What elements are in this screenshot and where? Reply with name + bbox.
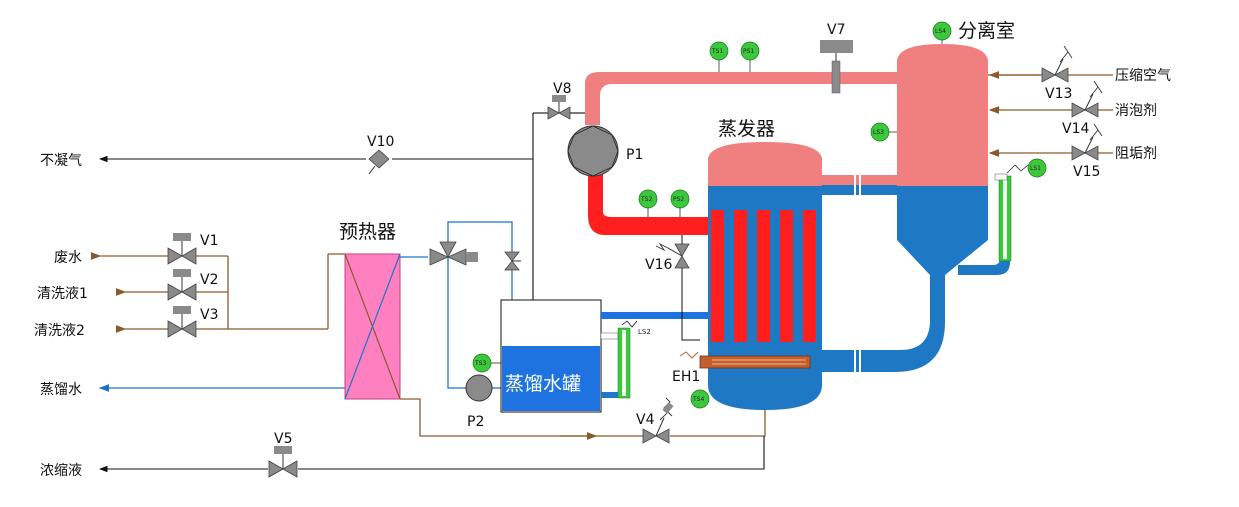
- valve-v3-label: V3: [200, 307, 218, 323]
- valve-v10-icon[interactable]: [368, 149, 390, 175]
- instrument-ls4-label: LS4: [935, 28, 946, 35]
- valve-v13-label: V13: [1045, 86, 1072, 102]
- instrument-ts4-icon[interactable]: TS4: [690, 389, 710, 409]
- additive-lines: 压缩空气 消泡剂 阻垢剂: [988, 68, 1171, 162]
- evaporator: 蒸发器 EH1: [672, 118, 822, 410]
- distilled-water-tank: 蒸馏水罐: [500, 299, 708, 413]
- valve-v8-label: V8: [553, 81, 571, 97]
- vapor-connector: [822, 172, 897, 198]
- instrument-ts2-icon[interactable]: TS2: [638, 189, 658, 217]
- concentrate-label: 浓缩液: [40, 463, 82, 479]
- tank-label: 蒸馏水罐: [505, 373, 581, 395]
- distilled-out-label: 蒸馏水: [40, 382, 82, 398]
- instrument-ls3-label: LS3: [873, 129, 884, 136]
- compressor-label: P1: [626, 147, 643, 163]
- three-way-valve-icon[interactable]: [429, 241, 478, 266]
- pump-p2-icon[interactable]: [465, 374, 493, 402]
- instrument-ps1-label: PS1: [743, 48, 754, 55]
- valve-v16-icon[interactable]: [655, 235, 700, 341]
- valve-v14-icon[interactable]: [1071, 80, 1103, 118]
- valve-v2-label: V2: [200, 272, 218, 288]
- compressed-air-label: 压缩空气: [1115, 68, 1171, 84]
- valve-v16-label: V16: [645, 257, 672, 273]
- separator: 分离室: [897, 20, 1015, 275]
- antiscalant-label: 阻垢剂: [1115, 146, 1157, 162]
- instrument-ls3-icon[interactable]: LS3: [870, 122, 897, 142]
- valve-v4-icon[interactable]: [642, 397, 674, 444]
- instrument-ls1-label: LS1: [1030, 165, 1041, 172]
- instrument-ls2-icon: LS2: [638, 328, 651, 336]
- valve-v4-label: V4: [636, 412, 655, 428]
- instrument-ls4-icon[interactable]: LS4: [932, 21, 952, 44]
- preheater-to-evaporator-line: [400, 398, 766, 440]
- instrument-ts3-icon[interactable]: TS3: [472, 353, 502, 373]
- wash2-label: 清洗液2: [34, 323, 85, 339]
- instrument-ts1-icon[interactable]: TS1: [709, 41, 729, 72]
- compressor-p1-icon[interactable]: [567, 125, 619, 177]
- instrument-ts3-label: TS3: [474, 360, 486, 367]
- valve-v15-icon[interactable]: [1071, 123, 1103, 161]
- valve-v1-label: V1: [200, 233, 218, 249]
- valve-v5-icon[interactable]: [268, 446, 298, 478]
- valve-v2-icon[interactable]: [167, 269, 197, 301]
- valve-v7-icon[interactable]: [820, 40, 853, 94]
- noncondensable-line: [98, 112, 585, 300]
- instrument-ps2-label: PS2: [673, 196, 684, 203]
- wastewater-label: 废水: [54, 250, 82, 266]
- valve-v7-label: V7: [827, 22, 845, 38]
- wash1-label: 清洗液1: [37, 286, 88, 302]
- instrument-ts4-label: TS4: [692, 396, 704, 403]
- noncondensable-label: 不凝气: [40, 153, 82, 169]
- valve-v10-label: V10: [367, 134, 394, 150]
- valve-v1-icon[interactable]: [167, 233, 197, 265]
- feed-lines: [90, 252, 345, 333]
- liquid-return: [822, 270, 945, 376]
- tank-inlet-valve-icon[interactable]: [504, 251, 521, 271]
- defoamer-label: 消泡剂: [1115, 103, 1157, 119]
- valve-v3-icon[interactable]: [167, 306, 197, 338]
- valve-v15-label: V15: [1073, 164, 1100, 180]
- valve-v5-label: V5: [274, 431, 292, 447]
- valve-v8-icon[interactable]: [547, 95, 571, 120]
- preheater-label: 预热器: [339, 221, 396, 243]
- instrument-ts1-label: TS1: [711, 48, 723, 55]
- pump-label: P2: [467, 414, 484, 430]
- valve-v14-label: V14: [1062, 121, 1089, 137]
- steam-piping: [585, 72, 897, 235]
- preheater: 预热器: [339, 221, 401, 400]
- instrument-ls1-icon[interactable]: LS1: [1006, 158, 1047, 178]
- separator-label: 分离室: [958, 20, 1015, 42]
- electric-heater-label: EH1: [672, 369, 700, 385]
- instrument-ps2-icon[interactable]: PS2: [670, 189, 690, 217]
- evaporator-label: 蒸发器: [718, 118, 775, 140]
- instrument-ls2-label: LS2: [638, 328, 651, 336]
- instrument-ts2-label: TS2: [640, 196, 652, 203]
- instrument-ps1-icon[interactable]: PS1: [740, 41, 760, 72]
- valve-v13-icon[interactable]: [1041, 45, 1073, 83]
- concentrate-line: [98, 436, 765, 473]
